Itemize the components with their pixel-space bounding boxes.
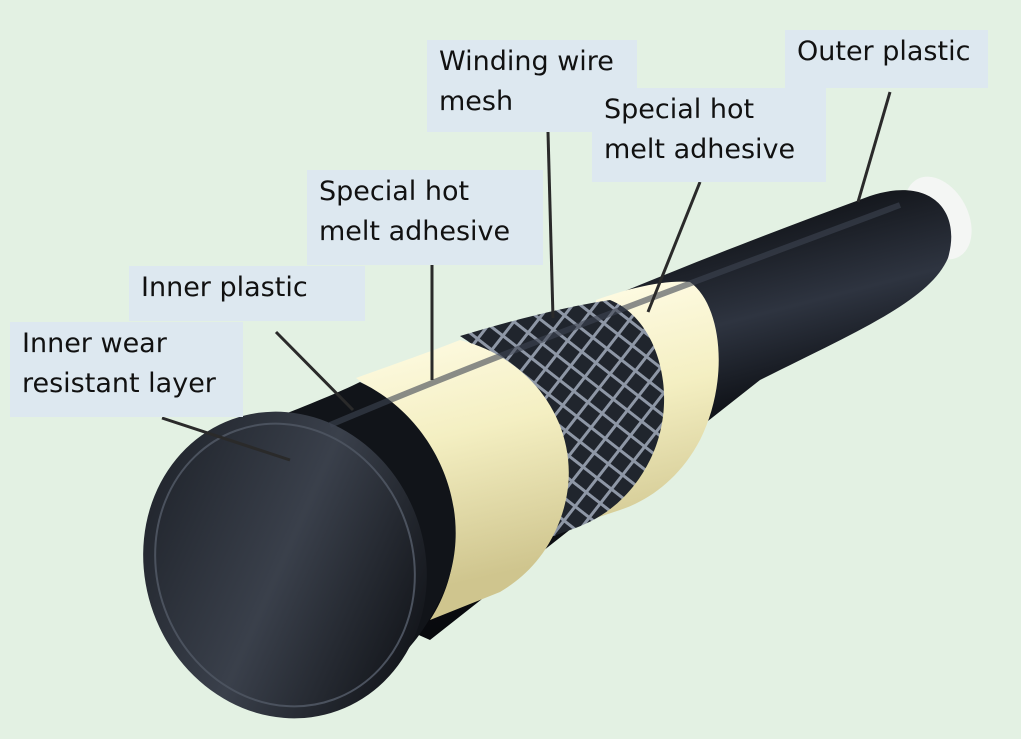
wire-mesh-band [460,300,665,548]
leader-line-adhesive-outer [646,181,702,313]
label-special-hot-melt-adhesive-inner: Special hot melt adhesive [307,170,543,265]
leader-line-outer-plastic [856,91,892,203]
label-inner-plastic: Inner plastic [129,266,365,321]
inner-adhesive-band [356,340,569,620]
inner-bore-edge [154,422,416,708]
label-outer-plastic: Outer plastic [785,30,988,88]
label-special-hot-melt-adhesive-outer: Special hot melt adhesive [592,88,826,182]
leader-line-wire-mesh [546,131,555,319]
label-inner-wear-resistant-layer: Inner wear resistant layer [10,322,243,417]
leader-line-inner-wear [161,416,291,462]
inner-wear-layer-face [143,411,427,719]
pipe-highlight [328,202,902,428]
leader-line-inner-plastic [274,330,355,412]
